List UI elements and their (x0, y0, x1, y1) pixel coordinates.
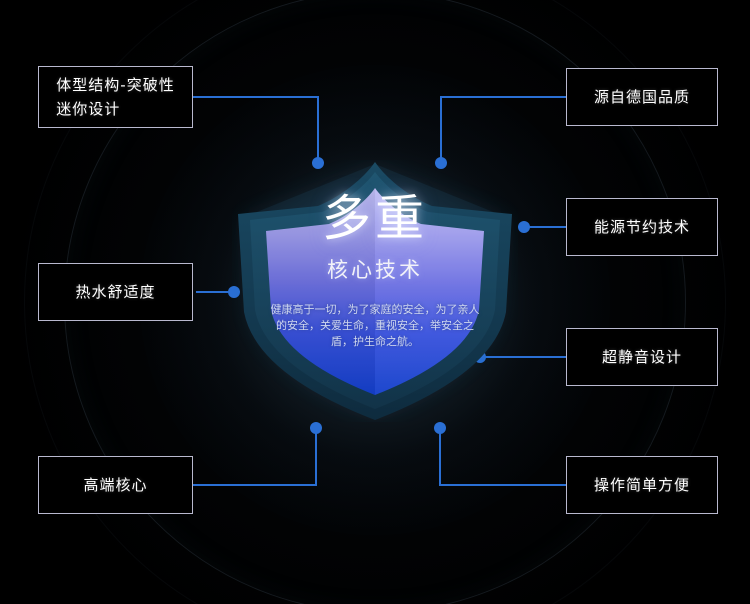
shield-graphic (232, 160, 518, 422)
label-box-lower-right[interactable]: 超静音设计 (566, 328, 718, 386)
connector-dot-top-right (435, 157, 447, 169)
label-box-bottom-left[interactable]: 高端核心 (38, 456, 193, 514)
shield-outer-shape (238, 162, 512, 420)
connector-dot-bottom-right (434, 422, 446, 434)
label-box-middle-left[interactable]: 热水舒适度 (38, 263, 193, 321)
shield-body-text: 健康高于一切，为了家庭的安全，为了亲人的安全，关爱生命，重视安全，举安全之盾，护… (270, 303, 480, 348)
connector-bottom-right (439, 431, 566, 486)
shield-subtitle: 核心技术 (327, 258, 423, 282)
shield-rim (250, 172, 500, 409)
connector-dot-bottom-left (310, 422, 322, 434)
connector-dot-lower-right (474, 351, 486, 363)
shield-inner-shape (266, 188, 484, 395)
connector-top-left (193, 96, 319, 160)
shield-text-block: 多重 核心技术 健康高于一切，为了家庭的安全，为了亲人的安全，关爱生命，重视安全… (232, 160, 518, 422)
connector-dot-top-left (312, 157, 324, 169)
label-box-top-right[interactable]: 源自德国品质 (566, 68, 718, 126)
label-box-top-left[interactable]: 体型结构-突破性 迷你设计 (38, 66, 193, 128)
label-box-bottom-right[interactable]: 操作简单方便 (566, 456, 718, 514)
label-box-middle-right[interactable]: 能源节约技术 (566, 198, 718, 256)
label-bottom-right-text: 操作简单方便 (593, 476, 690, 494)
connector-dot-middle-right (518, 221, 530, 233)
label-top-right-text: 源自德国品质 (593, 88, 690, 106)
label-top-left-text: 体型结构-突破性 迷你设计 (56, 76, 175, 118)
label-lower-right-text: 超静音设计 (601, 348, 682, 366)
background-core-glow (140, 65, 610, 535)
label-middle-right-text: 能源节约技术 (593, 218, 690, 236)
connector-dot-middle-left (228, 286, 240, 298)
label-middle-left-text: 热水舒适度 (75, 283, 156, 301)
connector-top-right (440, 96, 566, 160)
connector-bottom-left (193, 431, 317, 486)
shield-title: 多重 (321, 190, 428, 247)
label-bottom-left-text: 高端核心 (83, 476, 148, 494)
